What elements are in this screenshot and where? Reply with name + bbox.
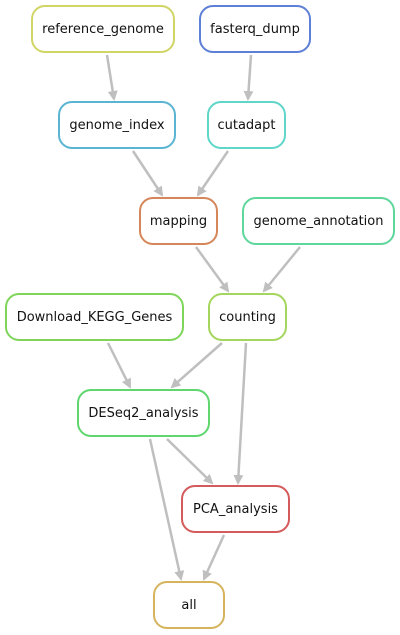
edge-genome-index-to-mapping xyxy=(131,150,164,197)
edge-fasterq-dump-to-cutadapt xyxy=(243,54,254,101)
node-pca-analysis[interactable]: PCA_analysis xyxy=(181,485,290,533)
edge-genome-annotation-to-counting xyxy=(262,246,301,293)
edge-counting-to-pca-analysis xyxy=(233,342,248,485)
edge-counting-to-deseq2-analysis xyxy=(170,342,223,389)
edges-layer xyxy=(105,54,301,581)
edge-download-kegg-genes-to-deseq2-analysis xyxy=(106,342,132,389)
node-deseq2-analysis[interactable]: DESeq2_analysis xyxy=(77,389,210,437)
node-reference-genome[interactable]: reference_genome xyxy=(31,5,175,53)
node-download-kegg-genes[interactable]: Download_KEGG_Genes xyxy=(5,293,184,341)
node-all[interactable]: all xyxy=(153,581,225,629)
node-mapping[interactable]: mapping xyxy=(139,197,218,245)
edge-reference-genome-to-genome-index xyxy=(105,54,118,101)
node-genome-annotation[interactable]: genome_annotation xyxy=(242,197,395,245)
node-fasterq-dump[interactable]: fasterq_dump xyxy=(199,5,311,53)
node-counting[interactable]: counting xyxy=(208,293,287,341)
node-cutadapt[interactable]: cutadapt xyxy=(207,101,286,149)
edge-deseq2-analysis-to-all xyxy=(148,438,185,581)
node-genome-index[interactable]: genome_index xyxy=(58,101,176,149)
edge-cutadapt-to-mapping xyxy=(196,150,230,197)
edge-pca-analysis-to-all xyxy=(202,534,226,581)
edge-mapping-to-counting xyxy=(194,246,230,293)
edge-deseq2-analysis-to-pca-analysis xyxy=(166,438,214,485)
